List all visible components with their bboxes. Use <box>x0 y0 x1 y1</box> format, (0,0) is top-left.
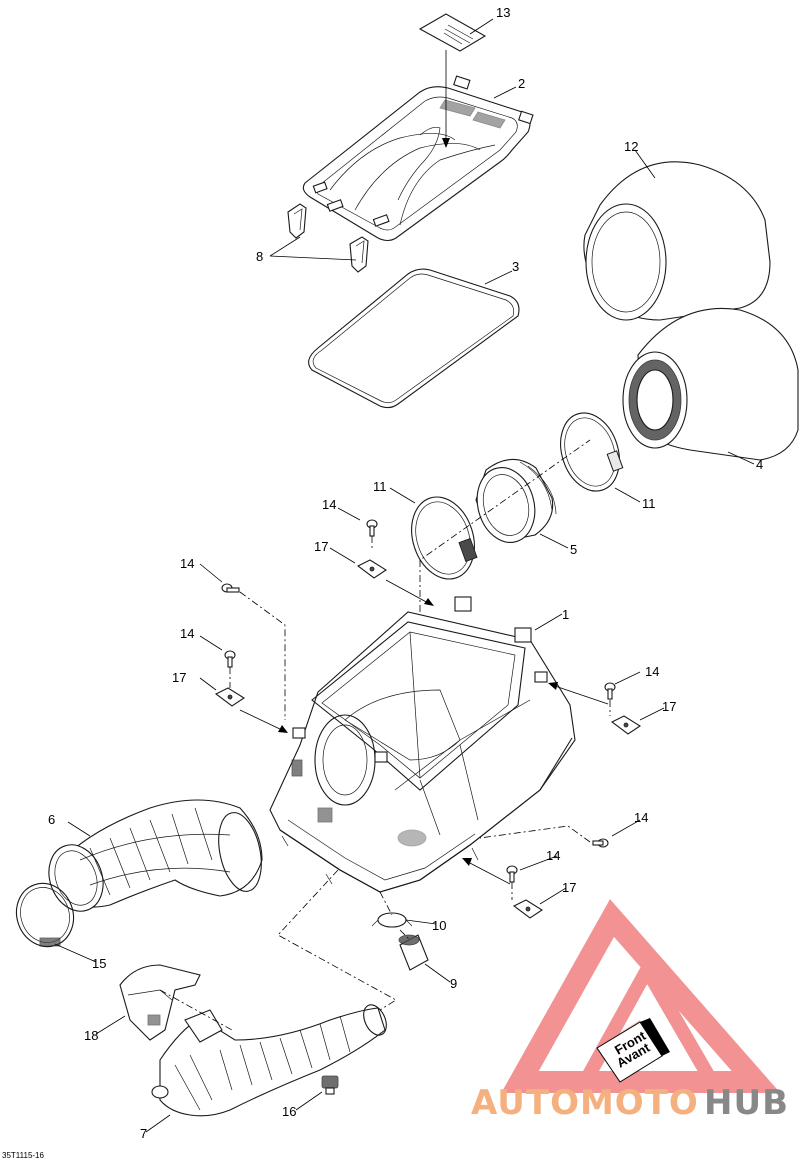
callout-17-right: 17 <box>662 699 676 714</box>
nut-17-d <box>512 899 544 919</box>
part-4-air-filter <box>622 307 799 461</box>
part-8-clips <box>287 203 369 273</box>
callout-17-left: 17 <box>172 670 186 685</box>
screw-14-e <box>592 838 609 848</box>
part-15-clamp <box>15 882 75 948</box>
callout-14-top: 14 <box>322 497 336 512</box>
callout-14-right: 14 <box>645 664 659 679</box>
part-2-airbox-cover <box>302 75 534 242</box>
part-6-intake-duct <box>48 799 263 912</box>
callout-12: 12 <box>624 139 638 154</box>
callout-17-bottom: 17 <box>562 880 576 895</box>
part-7-lower-duct <box>151 1004 387 1117</box>
callout-labels: 13 2 12 8 3 4 11 11 14 5 17 14 1 14 17 1… <box>48 5 763 1141</box>
part-5-coupling <box>475 458 557 543</box>
screw-14-c <box>224 650 236 668</box>
part-18-bracket <box>119 964 201 1041</box>
fasteners-14-17 <box>214 519 642 919</box>
callout-11-left: 11 <box>373 479 387 494</box>
callout-14-right-lower: 14 <box>634 810 648 825</box>
part-9-drain-tube <box>398 934 429 971</box>
leader-lines <box>54 18 755 1133</box>
nut-17-a <box>356 559 388 579</box>
part-11-clamp-left <box>411 496 478 580</box>
callout-14-left-upper: 14 <box>180 556 194 571</box>
nut-17-c <box>610 715 642 735</box>
part-1-airbox <box>269 596 576 893</box>
callout-11-right: 11 <box>642 496 656 511</box>
callout-9: 9 <box>450 976 457 991</box>
part-16-fastener <box>321 1075 339 1095</box>
callout-14-bottom: 14 <box>546 848 560 863</box>
watermark-logo: AUTOMOTO HUB <box>471 899 789 1123</box>
callout-16: 16 <box>282 1104 296 1119</box>
screw-14-b <box>221 583 240 593</box>
callout-5: 5 <box>570 542 577 557</box>
callout-17-top: 17 <box>314 539 328 554</box>
callout-15: 15 <box>92 956 106 971</box>
callout-13: 13 <box>496 5 510 20</box>
callout-18: 18 <box>84 1028 98 1043</box>
callout-7: 7 <box>140 1126 147 1141</box>
drawing-code: 35T1115-16 <box>2 1151 45 1160</box>
callout-2: 2 <box>518 76 525 91</box>
callout-6: 6 <box>48 812 55 827</box>
part-11-clamp-right <box>560 412 624 492</box>
callout-10: 10 <box>432 918 446 933</box>
nut-17-b <box>214 687 246 707</box>
callout-1: 1 <box>562 607 569 622</box>
part-12-prefilter <box>583 161 771 321</box>
callout-8: 8 <box>256 249 263 264</box>
screw-14-a <box>366 519 378 537</box>
callout-14-left-mid: 14 <box>180 626 194 641</box>
screw-14-d <box>604 682 616 700</box>
part-13-label-sticker <box>418 13 487 52</box>
callout-4: 4 <box>756 457 763 472</box>
watermark-text-hub: HUB <box>704 1083 789 1123</box>
watermark-text-automoto: AUTOMOTO <box>471 1083 699 1123</box>
screw-14-f <box>506 865 518 883</box>
callout-3: 3 <box>512 259 519 274</box>
part-3-gasket <box>308 268 520 409</box>
